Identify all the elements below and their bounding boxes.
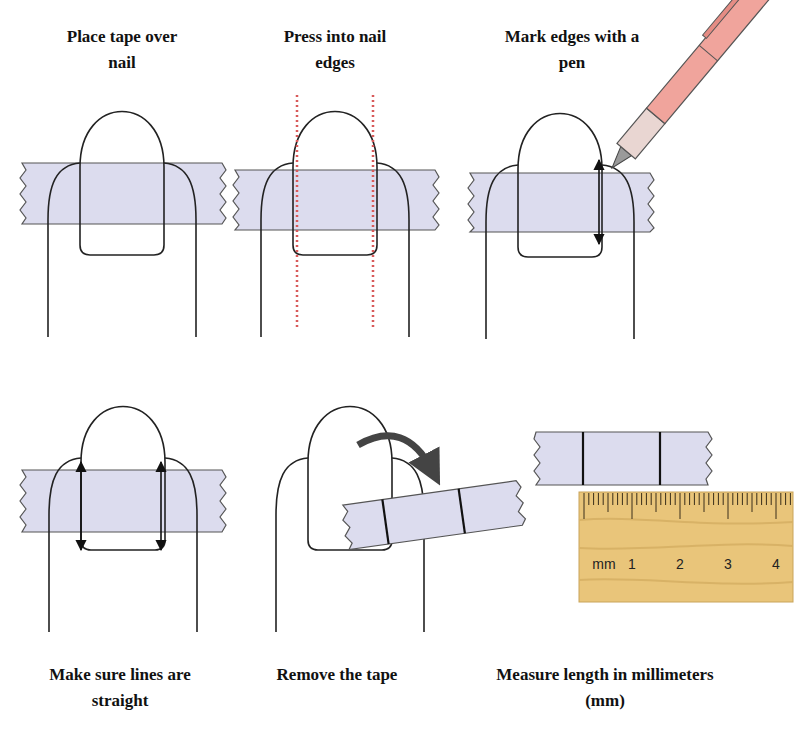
step-caption: Make sure lines are straight bbox=[25, 662, 215, 714]
ruler-number: 4 bbox=[772, 556, 780, 572]
step-caption: Place tape over nail bbox=[52, 24, 192, 76]
panel-straight-lines bbox=[20, 407, 226, 633]
step-caption: Measure length in millimeters (mm) bbox=[485, 662, 725, 714]
step-caption: Press into nail edges bbox=[265, 24, 405, 76]
step-caption: Remove the tape bbox=[272, 662, 402, 688]
ruler-number: 3 bbox=[724, 556, 732, 572]
step-caption: Mark edges with a pen bbox=[497, 24, 647, 76]
panel-remove-tape bbox=[240, 390, 526, 632]
panel-press-tape bbox=[233, 95, 439, 337]
panel-mark-edges bbox=[468, 0, 794, 339]
unit-label: mm bbox=[592, 556, 615, 572]
panel-place-tape bbox=[20, 112, 226, 338]
ruler-number: 1 bbox=[628, 556, 636, 572]
pen bbox=[600, 0, 794, 176]
ruler-number: 2 bbox=[676, 556, 684, 572]
panel-measure bbox=[534, 432, 793, 602]
